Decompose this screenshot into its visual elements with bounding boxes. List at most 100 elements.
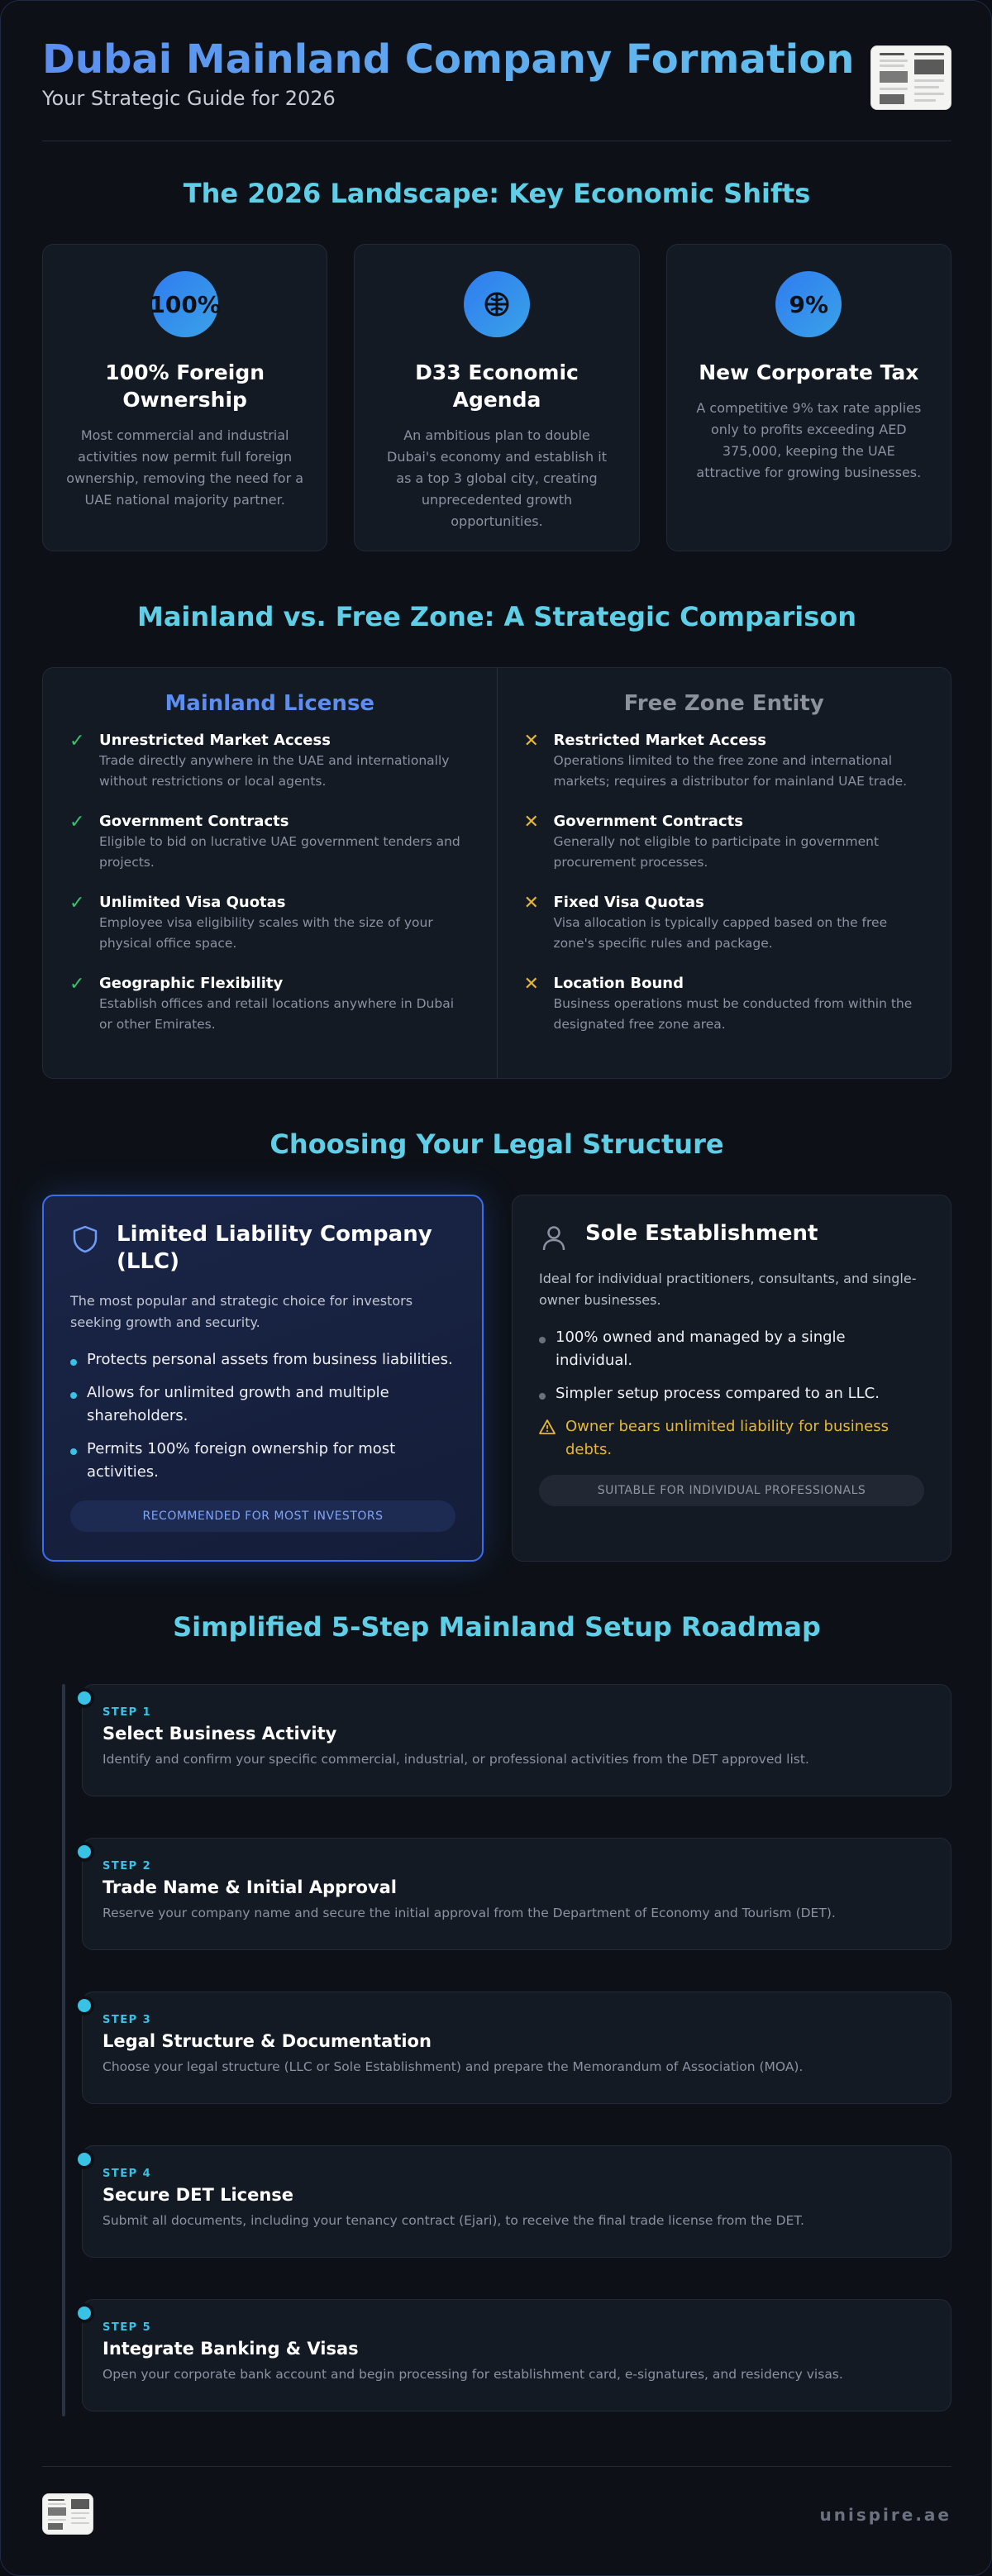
section-title-landscape: The 2026 Landscape: Key Economic Shifts — [183, 178, 811, 209]
percent-badge: 9% — [775, 271, 842, 337]
feature-title: Restricted Market Access — [553, 732, 766, 749]
header: Dubai Mainland Company Formation Your St… — [42, 34, 951, 141]
column-heading: Free Zone Entity — [623, 691, 824, 716]
card-text: An ambitious plan to double Dubai's econ… — [387, 427, 607, 529]
feature-title: Unlimited Visa Quotas — [99, 894, 286, 911]
step-label: STEP 4 — [103, 2168, 152, 2180]
freezone-column: Free Zone Entity ✕ Restricted Market Acc… — [496, 668, 951, 1078]
roadmap-step-2: STEP 2 Trade Name & Initial Approval Res… — [78, 1838, 951, 1950]
feature-title: Government Contracts — [99, 813, 289, 830]
step-text: Identify and confirm your specific comme… — [103, 1752, 809, 1767]
roadmap-step-3: STEP 3 Legal Structure & Documentation C… — [78, 1992, 951, 2104]
percent-badge: 100% — [149, 271, 221, 337]
comparison-table: Mainland License ✓ Unrestricted Market A… — [42, 667, 951, 1079]
card-text: Most commercial and industrial activitie… — [66, 427, 304, 508]
brand-name[interactable]: unispire.ae — [819, 2505, 951, 2525]
roadmap-step-5: STEP 5 Integrate Banking & Visas Open yo… — [78, 2299, 951, 2411]
sole-establishment-card: Sole Establishment Ideal for individual … — [512, 1195, 951, 1562]
list-item: 100% owned and managed by a single indiv… — [539, 1326, 924, 1372]
warning-item: Owner bears unlimited liability for busi… — [539, 1415, 924, 1462]
llc-card: Limited Liability Company (LLC) The most… — [42, 1195, 484, 1562]
globe-icon — [463, 271, 530, 337]
timeline-node — [78, 1691, 91, 1705]
document-thumbnail[interactable] — [870, 45, 951, 110]
step-text: Submit all documents, including your ten… — [103, 2213, 804, 2228]
card-header: Sole Establishment — [539, 1220, 924, 1253]
step-text: Open your corporate bank account and beg… — [103, 2367, 843, 2382]
list-item: Protects personal assets from business l… — [70, 1348, 455, 1371]
timeline-node — [78, 1845, 91, 1858]
cross-icon: ✕ — [523, 893, 539, 914]
card-text: A competitive 9% tax rate applies only t… — [696, 400, 922, 480]
timeline-node — [78, 1999, 91, 2012]
card-title: D33 Economic Agenda — [415, 360, 579, 412]
step-title: Secure DET License — [103, 2185, 294, 2205]
cross-icon: ✕ — [523, 812, 539, 832]
warning-text: Owner bears unlimited liability for busi… — [565, 1418, 889, 1458]
badge-value: 100% — [149, 290, 221, 318]
shield-icon — [73, 1225, 98, 1253]
mainland-column: Mainland License ✓ Unrestricted Market A… — [43, 668, 497, 1078]
step-title: Integrate Banking & Visas — [103, 2339, 359, 2359]
landscape-cards: 100% 100% Foreign Ownership Most commerc… — [42, 244, 951, 551]
column-heading: Mainland License — [165, 691, 375, 716]
check-icon: ✓ — [69, 974, 85, 995]
bullet-dot — [70, 1392, 77, 1399]
step-text: Choose your legal structure (LLC or Sole… — [103, 2059, 804, 2074]
card-corporate-tax: 9% New Corporate Tax A competitive 9% ta… — [665, 244, 951, 551]
badge-value: 9% — [789, 290, 829, 318]
feature-text: Operations limited to the free zone and … — [553, 753, 908, 789]
feature-title: Fixed Visa Quotas — [553, 894, 704, 911]
section-title-comparison: Mainland vs. Free Zone: A Strategic Comp… — [136, 601, 856, 632]
person-icon — [542, 1226, 565, 1251]
card-description: Ideal for individual practitioners, cons… — [539, 1271, 917, 1308]
step-label: STEP 3 — [103, 2014, 152, 2026]
cross-icon: ✕ — [523, 731, 539, 751]
footer: unispire.ae — [42, 2466, 951, 2535]
card-title: Sole Establishment — [585, 1221, 818, 1246]
step-title: Select Business Activity — [103, 1724, 337, 1744]
feature-text: Trade directly anywhere in the UAE and i… — [99, 753, 450, 789]
card-title: New Corporate Tax — [699, 360, 919, 384]
feature-title: Government Contracts — [553, 813, 743, 830]
bullet-dot — [539, 1337, 546, 1343]
list-item-text: Simpler setup process compared to an LLC… — [556, 1385, 880, 1402]
suitability-tag: SUITABLE FOR INDIVIDUAL PROFESSIONALS — [539, 1475, 924, 1506]
page-title: Dubai Mainland Company Formation — [42, 34, 951, 85]
list-item-text: Allows for unlimited growth and multiple… — [87, 1384, 389, 1424]
step-title: Trade Name & Initial Approval — [103, 1877, 397, 1897]
card-foreign-ownership: 100% 100% Foreign Ownership Most commerc… — [42, 244, 328, 551]
cross-icon: ✕ — [523, 974, 539, 995]
check-icon: ✓ — [69, 812, 85, 832]
feature-text: Generally not eligible to participate in… — [553, 834, 880, 870]
card-title: Limited Liability Company (LLC) — [117, 1222, 432, 1274]
feature-title: Unrestricted Market Access — [99, 732, 331, 749]
list-item-text: 100% owned and managed by a single indiv… — [556, 1329, 846, 1369]
check-icon: ✓ — [69, 893, 85, 914]
card-header: Limited Liability Company (LLC) — [70, 1221, 455, 1276]
page-subtitle: Your Strategic Guide for 2026 — [42, 87, 336, 110]
timeline-line — [62, 1684, 65, 2416]
feature-text: Establish offices and retail locations a… — [99, 996, 455, 1032]
timeline-node — [78, 2153, 91, 2166]
bullet-dot — [70, 1448, 77, 1455]
step-label: STEP 1 — [103, 1706, 152, 1719]
bullet-dot — [539, 1393, 546, 1400]
card-d33-agenda: D33 Economic Agenda An ambitious plan to… — [354, 244, 640, 551]
card-description: The most popular and strategic choice fo… — [70, 1293, 413, 1330]
list-item-text: Protects personal assets from business l… — [87, 1351, 453, 1368]
check-icon: ✓ — [69, 731, 85, 751]
footer-document-thumbnail[interactable] — [42, 2493, 93, 2535]
step-title: Legal Structure & Documentation — [103, 2031, 432, 2051]
feature-text: Eligible to bid on lucrative UAE governm… — [99, 834, 460, 870]
section-title-roadmap: Simplified 5-Step Mainland Setup Roadmap — [173, 1611, 821, 1643]
